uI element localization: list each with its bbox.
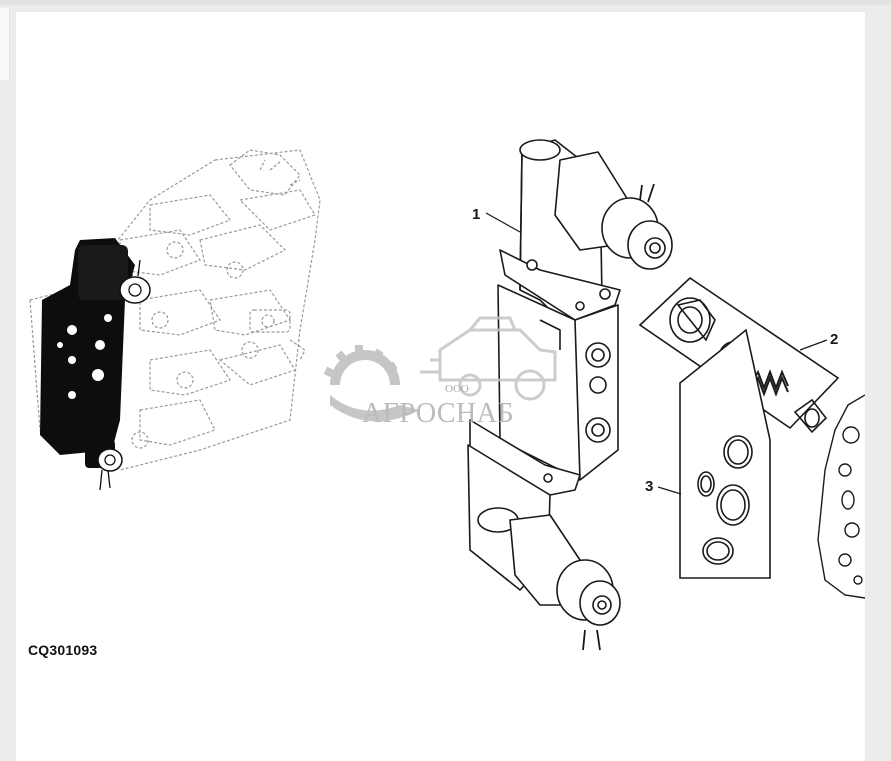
solenoid-valve-section xyxy=(467,139,673,651)
highlighted-valve-section xyxy=(40,238,151,491)
callout-3: 3 xyxy=(645,478,653,495)
figure-code: CQ301093 xyxy=(28,642,98,658)
top-strip xyxy=(0,0,891,5)
watermark-prefix: ООО xyxy=(445,383,469,395)
parts-diagram: 1 2 3 ООО АГРОСНАБ xyxy=(29,139,865,651)
watermark: ООО АГРОСНАБ xyxy=(323,316,557,429)
diagram-sheet: 1 2 3 ООО АГРОСНАБ xyxy=(16,12,865,761)
adjacent-valve-block xyxy=(817,394,865,599)
seal-kit-group xyxy=(679,328,771,579)
side-tab[interactable] xyxy=(0,8,10,80)
gear-logo-icon xyxy=(323,345,420,422)
combine-harvester-icon xyxy=(420,316,557,401)
callout-2: 2 xyxy=(830,331,838,348)
callout-leaders xyxy=(485,212,828,495)
watermark-brand: АГРОСНАБ xyxy=(362,398,514,429)
callout-1: 1 xyxy=(472,206,480,223)
